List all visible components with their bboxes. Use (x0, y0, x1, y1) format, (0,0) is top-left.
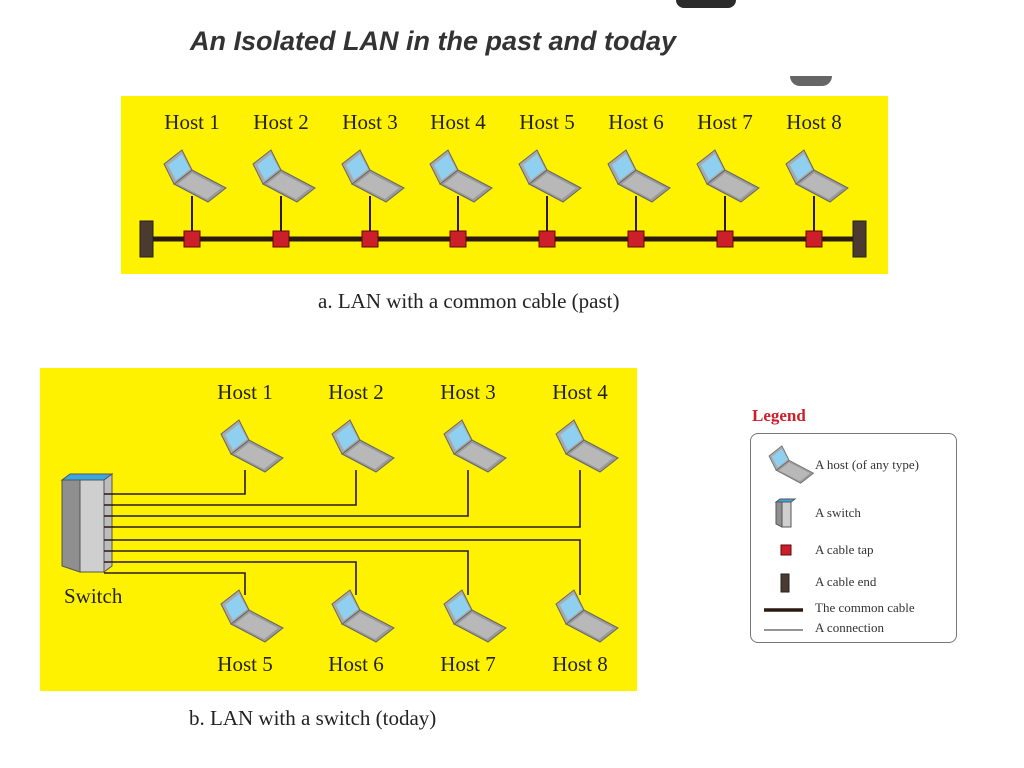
host-label: Host 7 (440, 652, 496, 676)
cable-end-right (852, 220, 867, 258)
host-label: Host 6 (328, 652, 384, 676)
host-label: Host 6 (608, 110, 664, 134)
decorative-blob-top (676, 0, 736, 8)
host-label: Host 2 (253, 110, 309, 134)
cable-tap (449, 230, 467, 248)
host-label: Host 8 (552, 652, 608, 676)
connection-line (104, 550, 469, 595)
legend-label: The common cable (815, 600, 915, 615)
laptop-icon (220, 589, 284, 643)
connection-line (104, 539, 581, 595)
laptop-icon (331, 589, 395, 643)
decorative-blob-right (790, 76, 832, 86)
cable-tap (716, 230, 734, 248)
laptop-icon (555, 419, 619, 473)
legend-label: A cable tap (815, 542, 874, 557)
laptop-icon (443, 589, 507, 643)
host-label: Host 2 (328, 380, 384, 404)
host-label: Host 4 (552, 380, 608, 404)
laptop-icon (785, 149, 849, 203)
switch-icon (60, 473, 114, 573)
laptop-icon (220, 419, 284, 473)
host-label: Host 8 (786, 110, 842, 134)
connection-line (104, 470, 357, 506)
cable-tap (183, 230, 201, 248)
panel-b-switch (40, 368, 637, 691)
laptop-icon (696, 149, 760, 203)
host-label: Host 1 (217, 380, 273, 404)
laptop-icon (555, 589, 619, 643)
cable-tap (805, 230, 823, 248)
cable-tap (272, 230, 290, 248)
host-label: Host 5 (217, 652, 273, 676)
host-label: Host 1 (164, 110, 220, 134)
laptop-icon (331, 419, 395, 473)
host-label: Host 5 (519, 110, 575, 134)
legend-label: A connection (815, 620, 884, 635)
host-label: Host 7 (697, 110, 753, 134)
connection-line (104, 561, 357, 595)
laptop-icon (163, 149, 227, 203)
laptop-icon (607, 149, 671, 203)
laptop-icon (518, 149, 582, 203)
legend-title: Legend (752, 406, 806, 425)
laptop-icon (429, 149, 493, 203)
laptop-icon (443, 419, 507, 473)
page-title: An Isolated LAN in the past and today (190, 26, 677, 56)
connection-line (104, 470, 581, 528)
cable-tap (361, 230, 379, 248)
laptop-icon (341, 149, 405, 203)
cable-tap (538, 230, 556, 248)
cable-end-left (139, 220, 154, 258)
cable-tap-icon (780, 544, 792, 556)
connection-line (104, 470, 469, 517)
switch-label: Switch (64, 584, 123, 608)
host-label: Host 4 (430, 110, 486, 134)
cable-tap (627, 230, 645, 248)
laptop-icon (768, 445, 815, 484)
laptop-icon (252, 149, 316, 203)
host-label: Host 3 (440, 380, 496, 404)
panel-a-caption: a. LAN with a common cable (past) (318, 289, 620, 313)
legend-label: A host (of any type) (815, 457, 919, 472)
panel-b-caption: b. LAN with a switch (today) (189, 706, 437, 730)
legend-label: A switch (815, 505, 861, 520)
connection-line (104, 572, 246, 595)
legend-label: A cable end (815, 574, 877, 589)
connection-line (104, 470, 246, 495)
host-label: Host 3 (342, 110, 398, 134)
switch-icon (774, 498, 797, 528)
panel-a-common-cable (121, 96, 888, 274)
cable-end-icon (780, 573, 790, 593)
